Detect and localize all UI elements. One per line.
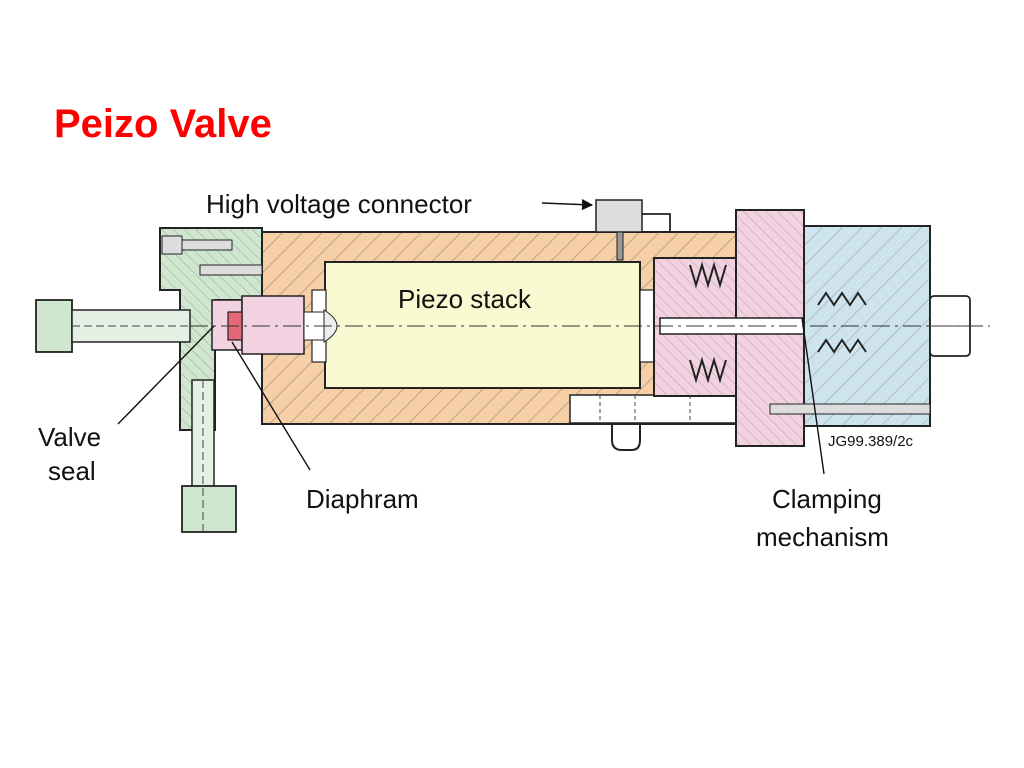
inlet-block — [35, 227, 263, 535]
label-diaphram: Diaphram — [306, 484, 419, 514]
clamping-leader — [801, 317, 825, 475]
label-high-voltage-connector: High voltage connector — [206, 189, 472, 219]
label-figure-code: JG99.389/2c — [828, 433, 914, 450]
high-voltage-connector — [595, 199, 671, 261]
diaphram-leader — [231, 341, 311, 471]
valve-seal-leader — [117, 325, 215, 425]
bypass-tube — [611, 424, 641, 451]
label-clamping-line2: mechanism — [756, 522, 889, 552]
label-clamping-line1: Clamping — [772, 484, 882, 514]
slide-title: Peizo Valve — [54, 102, 272, 146]
label-piezo-stack: Piezo stack — [398, 284, 532, 314]
label-valve-seal-line1: Valve — [38, 422, 101, 452]
valve-seal-assembly — [211, 295, 338, 355]
piezo-stack — [311, 261, 655, 389]
label-valve-seal-line2: seal — [48, 456, 96, 486]
hv-arrow — [541, 199, 594, 211]
